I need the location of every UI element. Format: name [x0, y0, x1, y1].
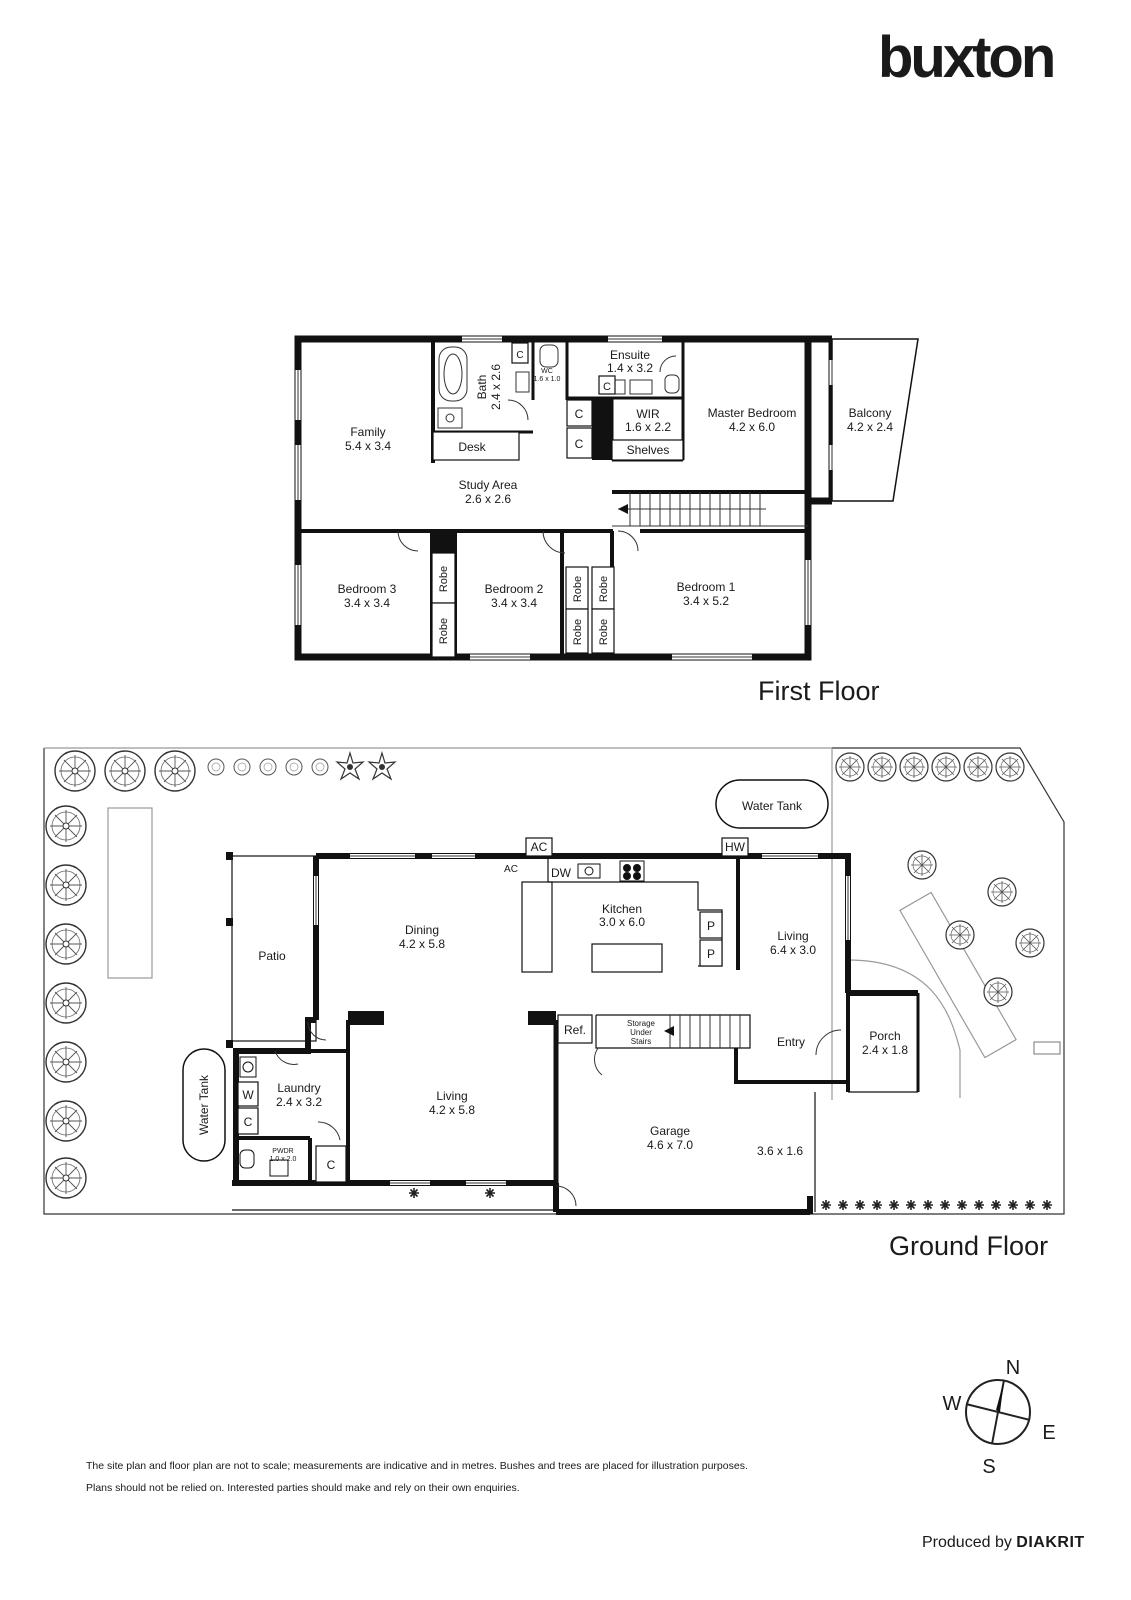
robe-label: Robe	[598, 619, 610, 645]
storage-label: Storage	[627, 1019, 656, 1028]
ground-floor-plan	[182, 779, 1053, 1215]
living-west-label: Living	[436, 1089, 467, 1103]
ensuite-label: Ensuite	[610, 348, 650, 362]
ground-floor-title: Ground Floor	[889, 1231, 1049, 1261]
pantry-label: P	[707, 947, 715, 961]
wc-size: 1.6 x 1.0	[534, 376, 561, 383]
living-east-label: Living	[777, 929, 808, 943]
bedroom-3-label: Bedroom 3	[338, 582, 397, 596]
ensuite-size: 1.4 x 3.2	[607, 361, 653, 375]
garage-size: 4.6 x 7.0	[647, 1138, 693, 1152]
disclaimer: The site plan and floor plan are not to …	[86, 1455, 866, 1499]
washer-label: W	[242, 1088, 254, 1102]
site-boundary	[43, 747, 1065, 1215]
living-east-size: 6.4 x 3.0	[770, 943, 816, 957]
garage-extension-size: 3.6 x 1.6	[757, 1144, 803, 1158]
kitchen-size: 3.0 x 6.0	[599, 915, 645, 929]
patio-label: Patio	[258, 949, 286, 963]
robe-label: Robe	[438, 566, 450, 592]
garage-label: Garage	[650, 1124, 690, 1138]
produced-by: Produced by DIAKRIT	[922, 1534, 1085, 1552]
dining-size: 4.2 x 5.8	[399, 937, 445, 951]
hw-label: HW	[725, 840, 746, 854]
family-label: Family	[350, 425, 385, 439]
balcony-label: Balcony	[849, 406, 892, 420]
cupboard-label: C	[244, 1115, 253, 1129]
living-west-size: 4.2 x 5.8	[429, 1103, 475, 1117]
shelves-label: Shelves	[627, 443, 670, 457]
compass-north: N	[1006, 1357, 1020, 1379]
pwdr-label: PWDR	[272, 1148, 293, 1155]
wir-size: 1.6 x 2.2	[625, 420, 671, 434]
cupboard-label: C	[603, 381, 611, 393]
cupboard-label: C	[516, 350, 523, 361]
bedroom-3-size: 3.4 x 3.4	[344, 596, 390, 610]
master-bedroom-size: 4.2 x 6.0	[729, 420, 775, 434]
cupboard-label: C	[575, 407, 584, 421]
storage-label: Under	[630, 1028, 652, 1037]
ac-label: AC	[504, 864, 518, 875]
laundry-size: 2.4 x 3.2	[276, 1095, 322, 1109]
study-area-size: 2.6 x 2.6	[465, 492, 511, 506]
study-area-label: Study Area	[459, 478, 518, 492]
robe-label: Robe	[572, 576, 584, 602]
pwdr-size: 1.0 x 2.0	[270, 1156, 297, 1163]
first-floor-plan	[294, 335, 919, 661]
storage-label: Stairs	[631, 1037, 651, 1046]
ac-label: AC	[531, 840, 548, 854]
first-floor-title: First Floor	[758, 676, 880, 706]
landscaping	[45, 750, 1061, 1199]
wir-label: WIR	[636, 407, 660, 421]
bath-size: 2.4 x 2.6	[489, 364, 503, 410]
water-tank-label: Water Tank	[197, 1074, 211, 1135]
refrigerator-label: Ref.	[564, 1023, 586, 1037]
buxton-logo: buxton	[878, 25, 1056, 90]
diakrit-logo: DIAKRIT	[1016, 1534, 1085, 1551]
produced-by-prefix: Produced by	[922, 1534, 1012, 1551]
water-tank-label: Water Tank	[742, 799, 803, 813]
kitchen-label: Kitchen	[602, 902, 642, 916]
compass-south: S	[982, 1456, 995, 1478]
porch-label: Porch	[869, 1029, 900, 1043]
bedroom-1-label: Bedroom 1	[677, 580, 736, 594]
bedroom-1-size: 3.4 x 5.2	[683, 594, 729, 608]
balcony-size: 4.2 x 2.4	[847, 420, 893, 434]
family-size: 5.4 x 3.4	[345, 439, 391, 453]
bedroom-2-size: 3.4 x 3.4	[491, 596, 537, 610]
master-bedroom-label: Master Bedroom	[708, 406, 797, 420]
wc-label: WC	[541, 368, 553, 375]
entry-label: Entry	[777, 1035, 805, 1049]
dishwasher-label: DW	[551, 866, 572, 880]
dining-label: Dining	[405, 923, 439, 937]
desk-label: Desk	[458, 440, 486, 454]
robe-label: Robe	[598, 576, 610, 602]
cupboard-label: C	[575, 437, 584, 451]
porch-size: 2.4 x 1.8	[862, 1043, 908, 1057]
compass-rose: N E S W	[943, 1357, 1056, 1478]
robe-label: Robe	[438, 618, 450, 644]
laundry-label: Laundry	[277, 1081, 320, 1095]
compass-west: W	[943, 1393, 962, 1415]
cupboard-label: C	[327, 1158, 336, 1172]
compass-east: E	[1042, 1422, 1055, 1444]
disclaimer-line: The site plan and floor plan are not to …	[86, 1460, 748, 1472]
pantry-label: P	[707, 919, 715, 933]
robe-label: Robe	[572, 619, 584, 645]
bedroom-2-label: Bedroom 2	[485, 582, 544, 596]
disclaimer-line: Plans should not be relied on. Intereste…	[86, 1482, 520, 1494]
bath-label: Bath	[475, 375, 489, 400]
